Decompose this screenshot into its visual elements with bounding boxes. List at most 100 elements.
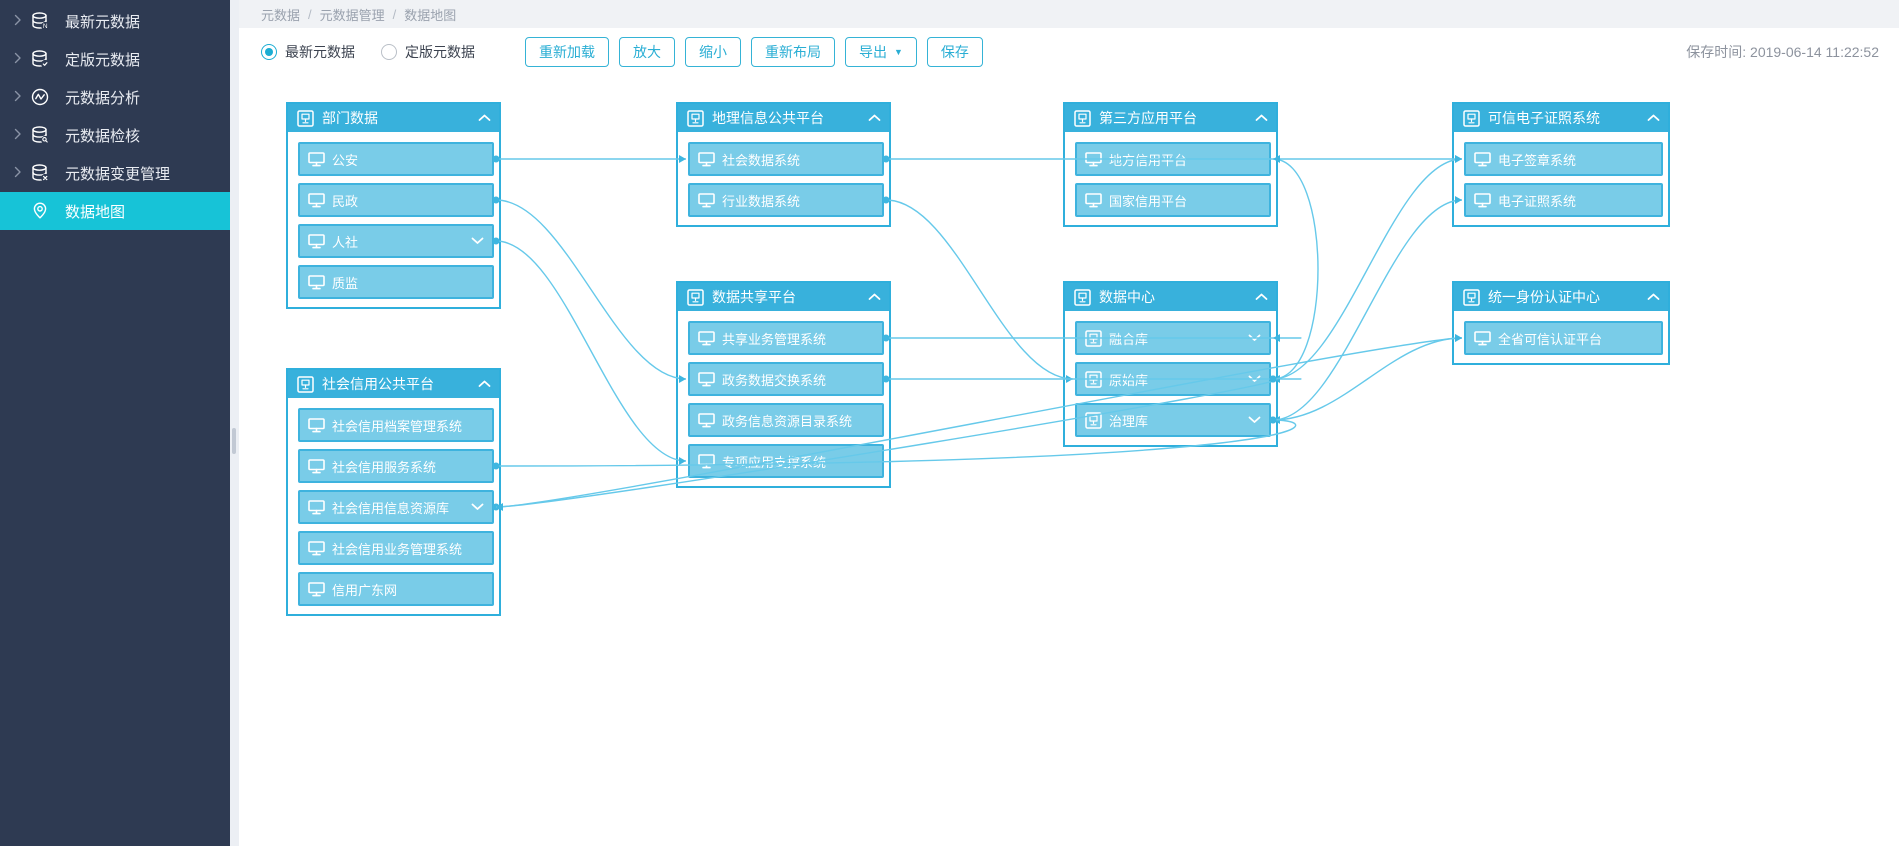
diagram-node-hangye-data[interactable]: 行业数据系统	[688, 183, 884, 217]
radio-checked-icon[interactable]	[261, 43, 277, 60]
diagram-node-gx-share[interactable]: 共享业务管理系统	[688, 321, 884, 355]
sidebar-splitter[interactable]	[230, 0, 239, 846]
diagram-group-disanfang[interactable]: 第三方应用平台地方信用平台国家信用平台	[1063, 102, 1278, 227]
chevron-down-icon[interactable]	[471, 503, 484, 511]
screen-box-icon	[1074, 109, 1091, 127]
group-title: 数据共享平台	[712, 289, 796, 305]
diagram-node-xy-resource[interactable]: 社会信用信息资源库	[298, 490, 494, 524]
node-label: 政务信息资源目录系统	[722, 413, 853, 429]
diagram-node-gongan[interactable]: 公安	[298, 142, 494, 176]
breadcrumb-item-0[interactable]: 元数据	[261, 7, 301, 23]
diagram-node-gx-exchange[interactable]: 政务数据交换系统	[688, 362, 884, 396]
monitor-icon	[698, 453, 715, 469]
diagram-node-sf-auth[interactable]: 全省可信认证平台	[1464, 321, 1663, 355]
sidebar-item-5[interactable]: 数据地图	[0, 192, 230, 230]
group-header[interactable]: 统一身份认证中心	[1454, 283, 1668, 311]
screen-box-icon	[1074, 288, 1091, 306]
radio-option-1[interactable]: 定版元数据	[381, 42, 475, 62]
diagram-node-zhili[interactable]: 治理库	[1075, 403, 1271, 437]
breadcrumb-item-2[interactable]: 数据地图	[404, 7, 457, 23]
zoom-in-button[interactable]: 放大	[619, 36, 675, 67]
chevron-down-icon[interactable]	[1248, 334, 1261, 342]
diagram-group-shujuzhongxin[interactable]: 数据中心融合库原始库治理库	[1063, 281, 1278, 447]
relayout-button[interactable]: 重新布局	[751, 36, 835, 67]
node-label: 全省可信认证平台	[1498, 331, 1603, 347]
chevron-up-icon[interactable]	[868, 114, 881, 122]
chevron-up-icon[interactable]	[1647, 114, 1660, 122]
caret-right-icon	[14, 13, 22, 30]
sidebar-item-2[interactable]: 元数据分析	[0, 78, 230, 116]
diagram-node-gj-credit[interactable]: 国家信用平台	[1075, 183, 1271, 217]
group-header[interactable]: 第三方应用平台	[1065, 104, 1276, 132]
radio-option-0[interactable]: 最新元数据	[261, 42, 355, 62]
diagram-node-ronghe[interactable]: 融合库	[1075, 321, 1271, 355]
sidebar-item-4[interactable]: 元数据变更管理	[0, 154, 230, 192]
diagram-group-dili[interactable]: 地理信息公共平台社会数据系统行业数据系统	[676, 102, 891, 227]
monitor-icon	[308, 581, 325, 597]
save-button[interactable]: 保存	[926, 36, 983, 67]
group-header[interactable]: 部门数据	[288, 104, 499, 132]
connection-edge	[495, 199, 687, 380]
sidebar-item-3[interactable]: 元数据检核	[0, 116, 230, 154]
sidebar-item-label: 元数据检核	[65, 127, 141, 145]
group-header[interactable]: 数据共享平台	[678, 283, 889, 311]
diagram-group-shehuixinyong[interactable]: 社会信用公共平台社会信用档案管理系统社会信用服务系统社会信用信息资源库社会信用业…	[286, 368, 501, 616]
export-button[interactable]: 导出▼	[845, 36, 917, 67]
node-label: 共享业务管理系统	[722, 331, 827, 347]
diagram-node-gx-catalog[interactable]: 政务信息资源目录系统	[688, 403, 884, 437]
chevron-up-icon[interactable]	[1647, 293, 1660, 301]
node-label: 原始库	[1109, 372, 1149, 388]
radio-label: 最新元数据	[285, 43, 355, 60]
monitor-icon	[1474, 192, 1491, 208]
screen-box-icon	[297, 109, 314, 127]
group-header[interactable]: 可信电子证照系统	[1454, 104, 1668, 132]
diagram-node-xy-gd[interactable]: 信用广东网	[298, 572, 494, 606]
diagram-node-df-credit[interactable]: 地方信用平台	[1075, 142, 1271, 176]
diagram-node-e-sign[interactable]: 电子签章系统	[1464, 142, 1663, 176]
diagram-node-xy-service[interactable]: 社会信用服务系统	[298, 449, 494, 483]
connection-edge	[1272, 158, 1463, 380]
diagram-node-e-cert[interactable]: 电子证照系统	[1464, 183, 1663, 217]
node-label: 行业数据系统	[722, 193, 801, 209]
diagram-node-xy-business[interactable]: 社会信用业务管理系统	[298, 531, 494, 565]
chevron-down-icon[interactable]	[471, 237, 484, 245]
zoom-out-button[interactable]: 缩小	[685, 36, 741, 67]
monitor-icon	[1474, 330, 1491, 346]
diagram-node-gx-special[interactable]: 专项应用支撑系统	[688, 444, 884, 478]
diagram-node-zhijian[interactable]: 质监	[298, 265, 494, 299]
group-header[interactable]: 社会信用公共平台	[288, 370, 499, 398]
group-header[interactable]: 地理信息公共平台	[678, 104, 889, 132]
chevron-up-icon[interactable]	[478, 114, 491, 122]
chevron-down-icon[interactable]	[1248, 416, 1261, 424]
chevron-down-icon[interactable]	[1248, 375, 1261, 383]
diagram-node-xy-archive[interactable]: 社会信用档案管理系统	[298, 408, 494, 442]
diagram-group-bumen[interactable]: 部门数据公安民政人社质监	[286, 102, 501, 309]
diagram-group-kexin[interactable]: 可信电子证照系统电子签章系统电子证照系统	[1452, 102, 1670, 227]
screen-box-icon	[1085, 370, 1102, 388]
monitor-icon	[308, 417, 325, 433]
diagram-node-shehui-data[interactable]: 社会数据系统	[688, 142, 884, 176]
monitor-icon	[698, 151, 715, 167]
diagram-canvas[interactable]: 部门数据公安民政人社质监社会信用公共平台社会信用档案管理系统社会信用服务系统社会…	[239, 75, 1899, 846]
node-label: 国家信用平台	[1109, 193, 1188, 209]
splitter-handle-icon[interactable]	[232, 428, 236, 454]
diagram-node-minzheng[interactable]: 民政	[298, 183, 494, 217]
node-label: 社会信用信息资源库	[332, 500, 450, 516]
diagram-group-gongxiang[interactable]: 数据共享平台共享业务管理系统政务数据交换系统政务信息资源目录系统专项应用支撑系统	[676, 281, 891, 488]
sidebar-item-1[interactable]: 定版元数据	[0, 40, 230, 78]
main-content: 元数据/元数据管理/数据地图 保存时间: 2019-06-14 11:22:52…	[239, 0, 1899, 846]
chevron-up-icon[interactable]	[868, 293, 881, 301]
group-header[interactable]: 数据中心	[1065, 283, 1276, 311]
chevron-up-icon[interactable]	[1255, 114, 1268, 122]
radio-unchecked-icon[interactable]	[381, 43, 397, 60]
diagram-node-yuanshi[interactable]: 原始库	[1075, 362, 1271, 396]
reload-button[interactable]: 重新加载	[525, 36, 609, 67]
diagram-group-tongyi[interactable]: 统一身份认证中心全省可信认证平台	[1452, 281, 1670, 365]
diagram-node-renshe[interactable]: 人社	[298, 224, 494, 258]
breadcrumb-item-1[interactable]: 元数据管理	[319, 7, 385, 23]
chevron-up-icon[interactable]	[478, 380, 491, 388]
chevron-up-icon[interactable]	[1255, 293, 1268, 301]
